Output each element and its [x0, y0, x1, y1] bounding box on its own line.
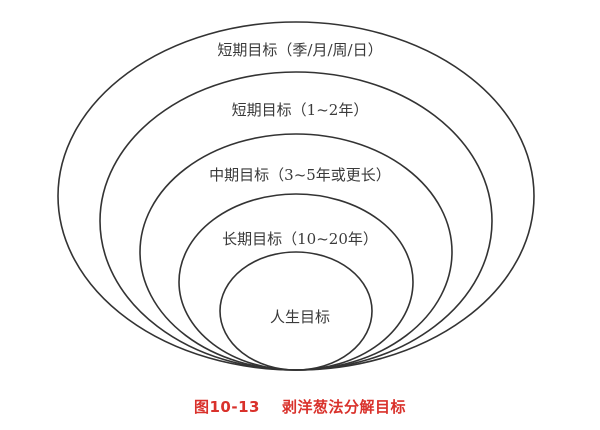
ellipse-layer-4 — [178, 193, 414, 371]
figure-caption: 图10-13 剥洋葱法分解目标 — [0, 396, 600, 417]
layer-label-mid-term: 中期目标（3~5年或更长） — [209, 166, 391, 184]
figure-number: 图10-13 — [194, 398, 260, 416]
layer-label-short-term-daily: 短期目标（季/月/周/日） — [217, 41, 383, 59]
layer-label-long-term: 长期目标（10~20年） — [222, 230, 378, 248]
figure-title: 剥洋葱法分解目标 — [281, 398, 406, 416]
layer-label-life-goal: 人生目标 — [269, 308, 330, 326]
layer-label-short-term-1-2y: 短期目标（1~2年） — [231, 101, 369, 119]
ellipse-layer-5 — [219, 251, 373, 371]
